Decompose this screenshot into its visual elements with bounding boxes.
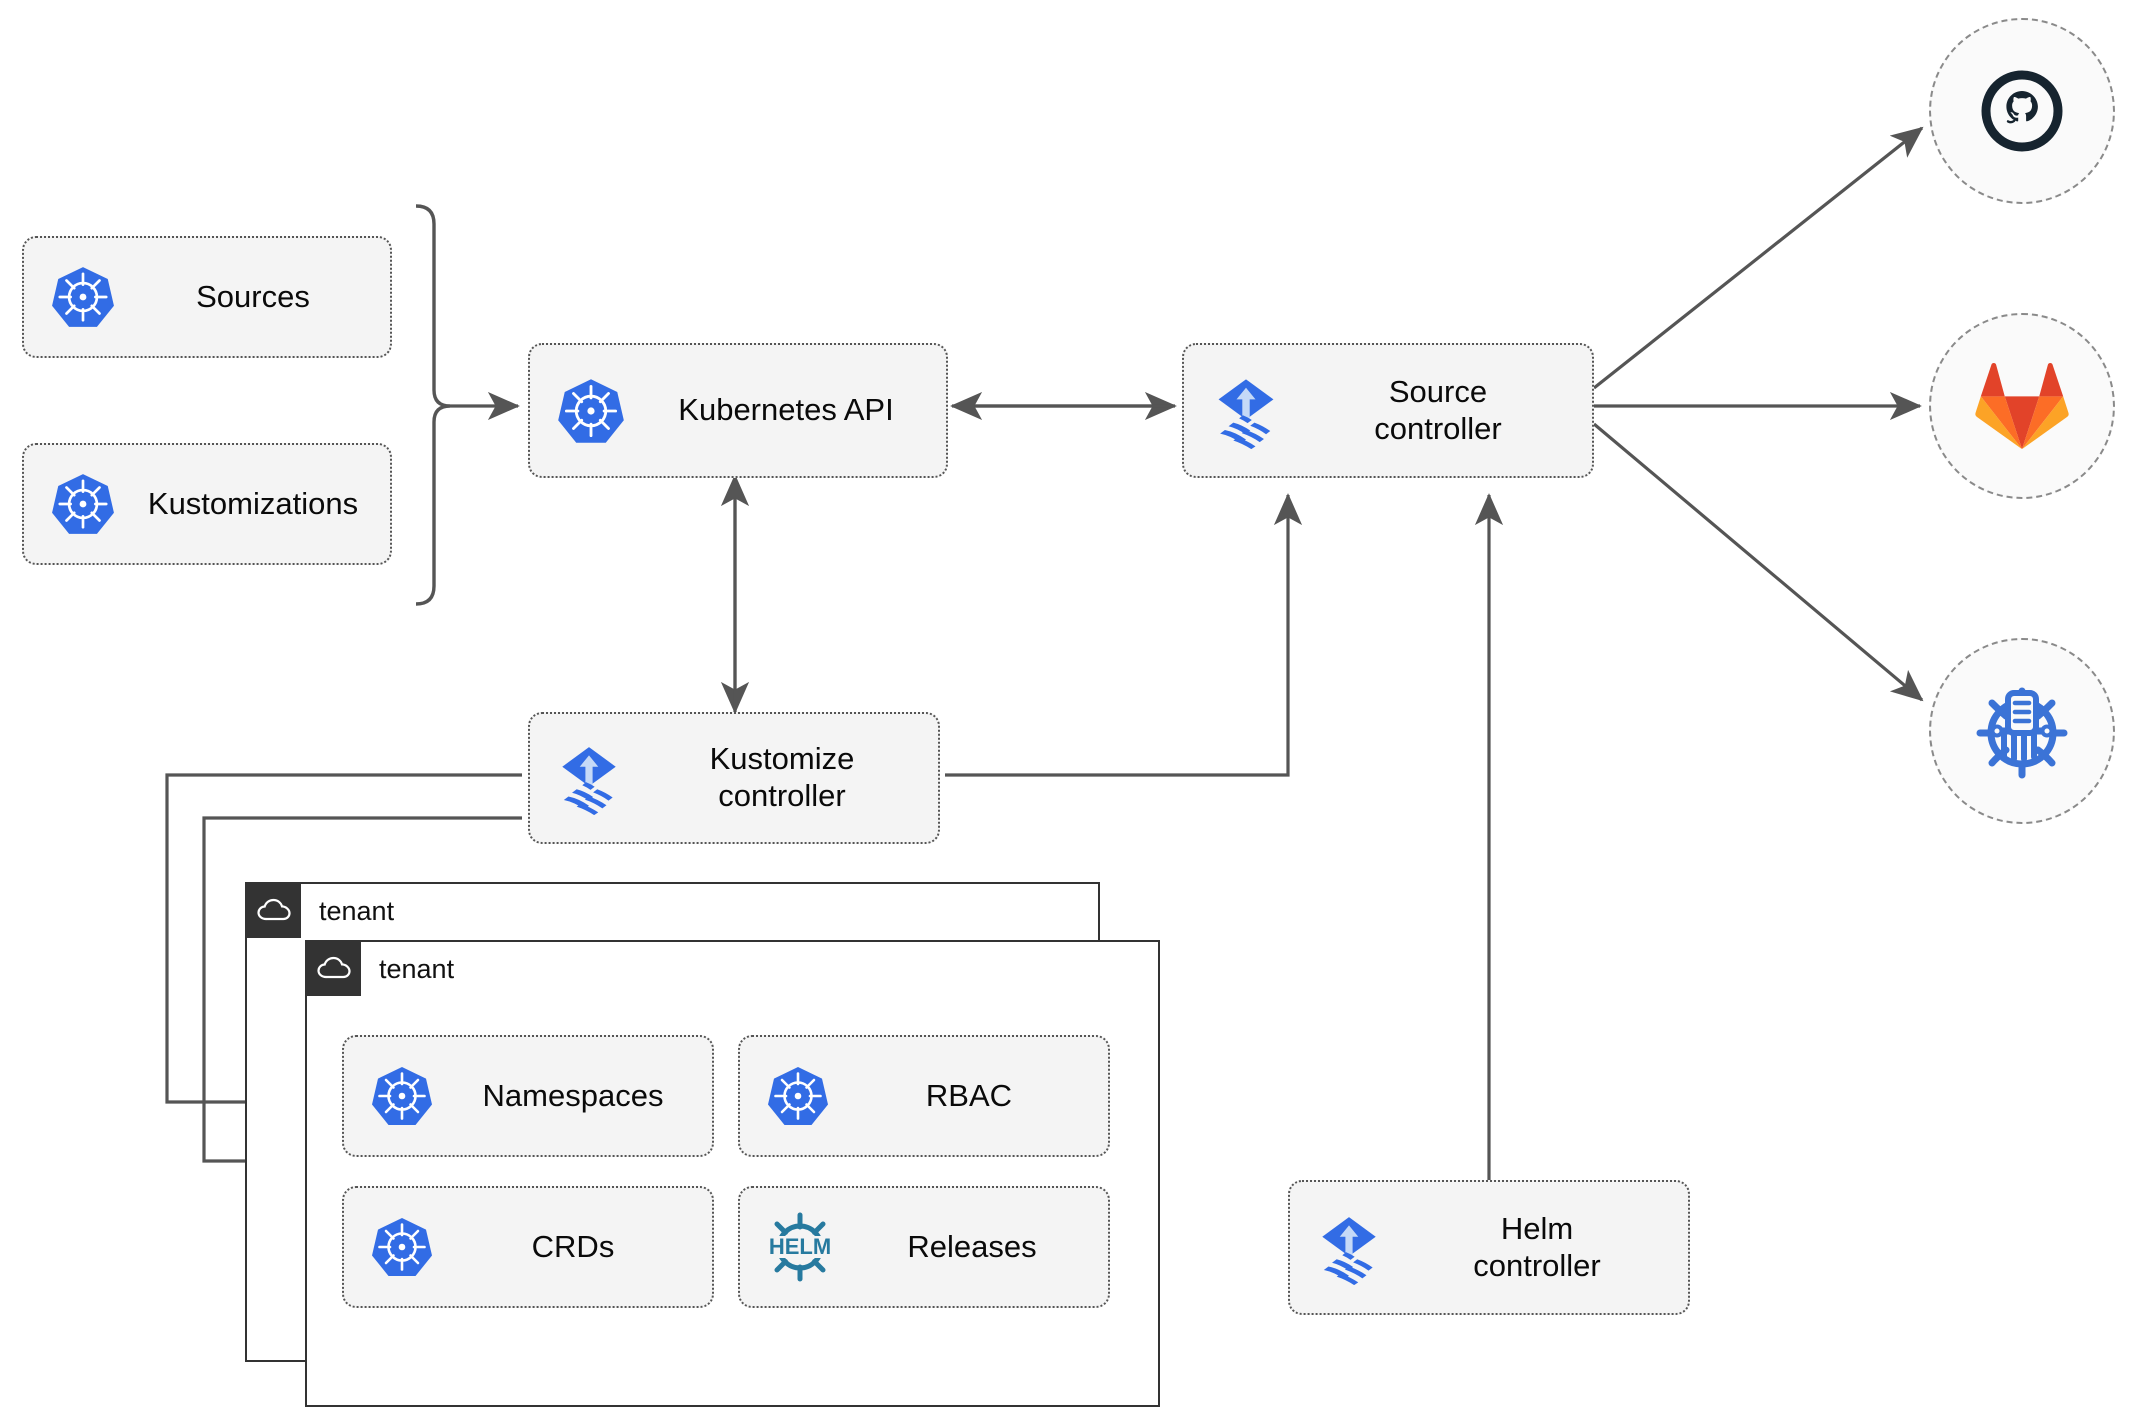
node-namespaces[interactable]: Namespaces <box>342 1035 714 1157</box>
node-kustomize-controller-label: Kustomize controller <box>709 741 855 813</box>
edge-kustomize-to-source <box>945 493 1303 777</box>
kubernetes-icon <box>370 1215 434 1279</box>
node-helm-controller-label: Helm controller <box>1473 1210 1601 1283</box>
node-source-controller[interactable]: Source controller <box>1182 343 1594 478</box>
node-kustomizations-label: Kustomizations <box>147 485 359 521</box>
node-kustomizations[interactable]: Kustomizations <box>22 443 392 565</box>
node-releases[interactable]: HELM Releases <box>738 1186 1110 1308</box>
kubernetes-icon <box>50 471 116 537</box>
node-source-controller-label: Source controller <box>1374 373 1502 446</box>
node-crds-label: CRDs <box>531 1228 615 1264</box>
endpoint-gitlab[interactable] <box>1929 313 2115 499</box>
node-kubernetes-api-label: Kubernetes API <box>678 392 894 428</box>
kubernetes-icon <box>556 376 626 446</box>
tenant-back-titlebar: tenant <box>247 884 394 938</box>
helm-icon: HELM <box>764 1211 836 1283</box>
node-namespaces-label: Namespaces <box>482 1077 664 1113</box>
endpoint-github[interactable] <box>1929 18 2115 204</box>
helm-wordmark: HELM <box>769 1234 831 1259</box>
node-releases-label: Releases <box>907 1228 1037 1264</box>
node-rbac[interactable]: RBAC <box>738 1035 1110 1157</box>
edge-source-to-helm-repo <box>1592 422 1924 702</box>
tenant-container-front[interactable]: tenant <box>305 940 1160 1407</box>
node-sources-label: Sources <box>196 278 310 314</box>
node-rbac-label: RBAC <box>925 1077 1013 1113</box>
endpoint-helm-repository[interactable] <box>1929 638 2115 824</box>
node-kubernetes-api[interactable]: Kubernetes API <box>528 343 948 478</box>
gitlab-icon <box>1975 363 2069 450</box>
tenant-front-titlebar: tenant <box>307 942 454 996</box>
tenant-back-label: tenant <box>319 895 395 926</box>
flux-icon <box>552 741 626 815</box>
kubernetes-icon <box>766 1064 830 1128</box>
node-crds[interactable]: CRDs <box>342 1186 714 1308</box>
kubernetes-icon <box>50 264 116 330</box>
node-helm-controller[interactable]: Helm controller <box>1288 1180 1690 1315</box>
node-sources[interactable]: Sources <box>22 236 392 358</box>
edge-source-to-github <box>1593 126 1924 390</box>
edge-brace-sources-group <box>415 204 451 606</box>
kubernetes-icon <box>370 1064 434 1128</box>
helm-repository-icon <box>1976 687 2068 779</box>
tenant-front-label: tenant <box>379 953 455 984</box>
github-icon <box>1981 70 2063 152</box>
flux-icon <box>1208 373 1284 449</box>
node-kustomize-controller[interactable]: Kustomize controller <box>528 712 940 844</box>
cloud-icon <box>247 884 301 938</box>
cloud-icon <box>307 942 361 996</box>
flux-icon <box>1312 1211 1386 1285</box>
